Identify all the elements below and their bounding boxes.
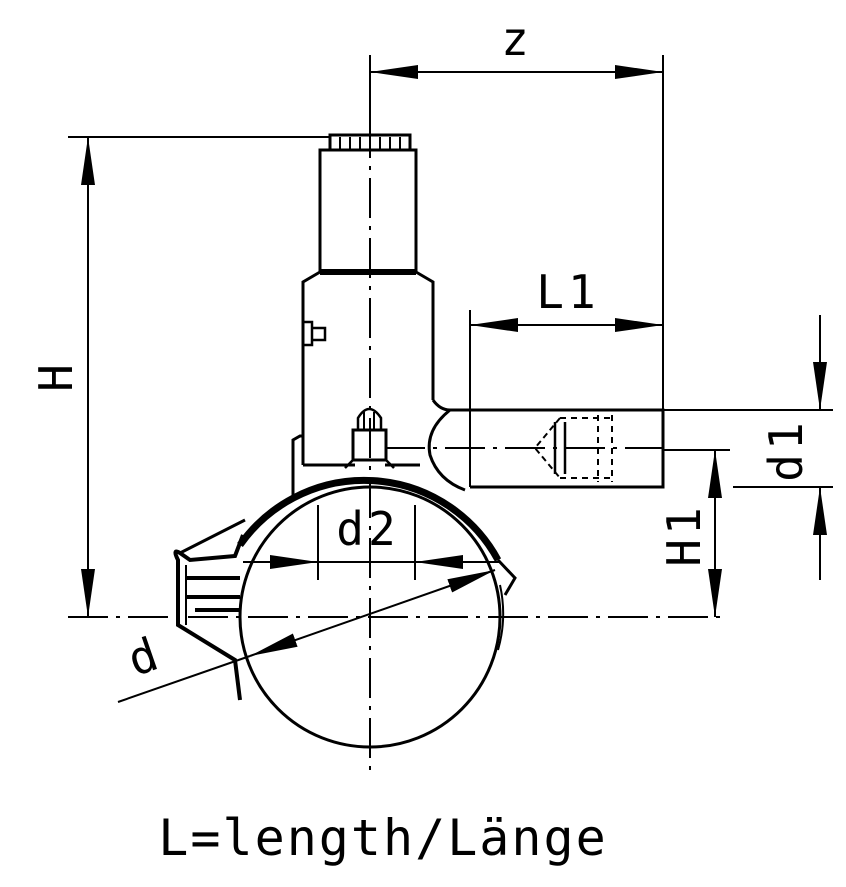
pipe-and-saddle	[173, 476, 517, 749]
dim-label-d1: d1	[759, 418, 813, 481]
centerlines	[68, 118, 725, 778]
dim-label-L1: L1	[536, 265, 599, 319]
caption: L=length/Länge	[158, 809, 607, 867]
dim-label-H1: H1	[657, 503, 711, 566]
dim-label-H: H	[29, 364, 83, 392]
fitting-body	[291, 133, 665, 500]
dim-label-d2: d2	[336, 502, 399, 556]
dim-label-d: d	[121, 627, 165, 687]
dimension-lines	[68, 55, 833, 703]
dim-label-z: z	[501, 12, 529, 66]
